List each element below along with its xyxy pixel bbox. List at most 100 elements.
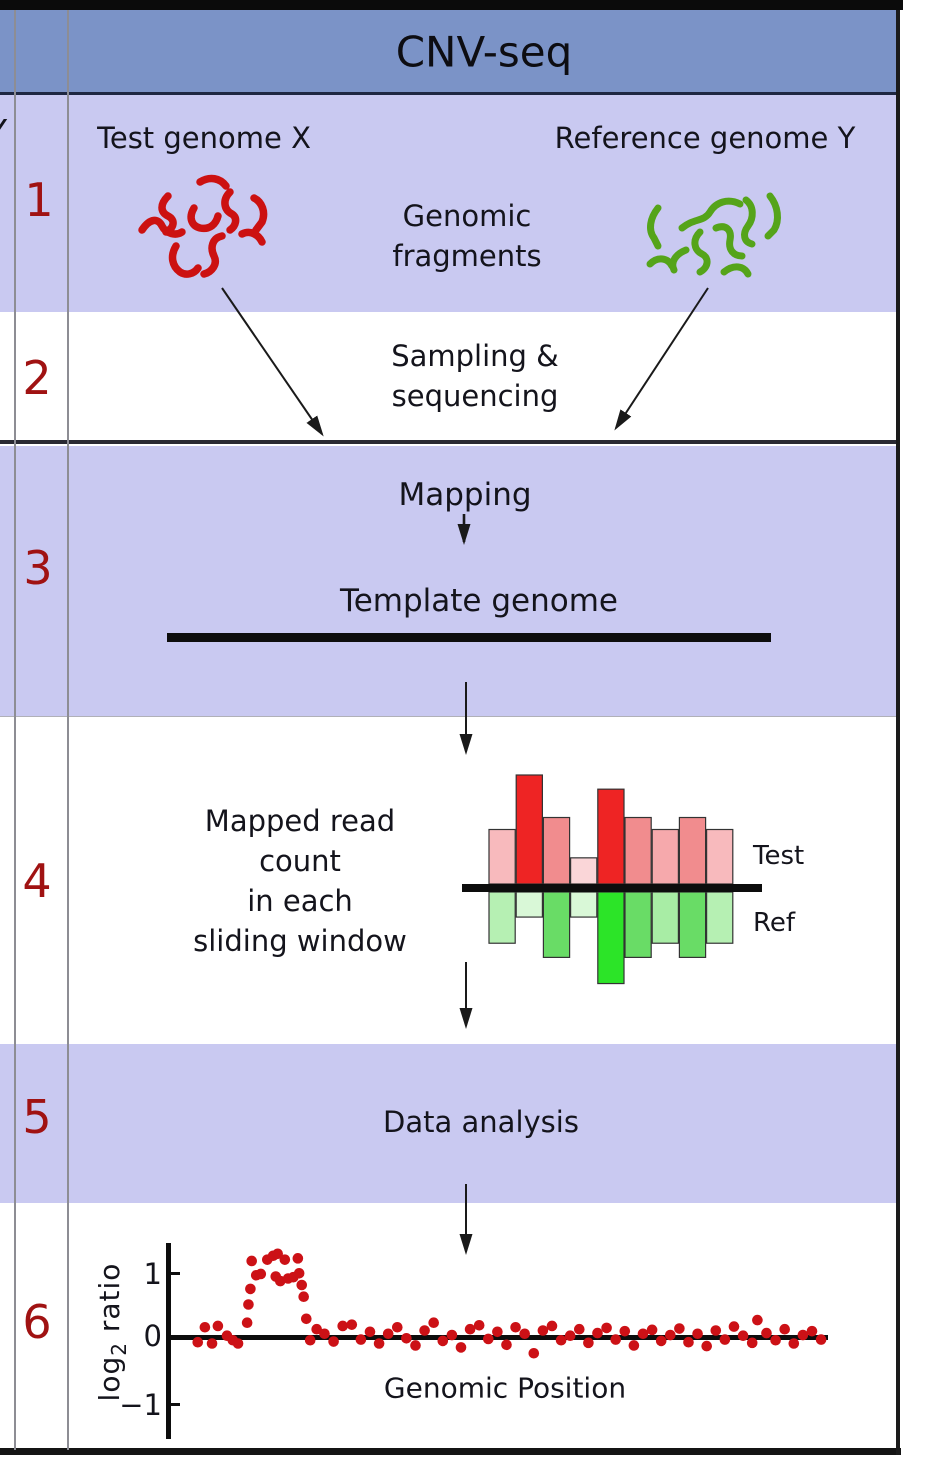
- scatter-point: [752, 1314, 763, 1326]
- bar: [624, 816, 652, 885]
- data-analysis-caption: Data analysis: [383, 1105, 579, 1139]
- step-number-4: 4: [22, 854, 52, 908]
- scatter-point: [337, 1320, 349, 1332]
- scatter-zero-line: [171, 1335, 828, 1340]
- scatter-point: [788, 1338, 800, 1349]
- top-border: [0, 0, 903, 10]
- scatter-point: [519, 1328, 530, 1340]
- scatter-ytick-mark-neg1: [171, 1403, 180, 1406]
- scatter-point: [601, 1322, 612, 1334]
- scatter-point: [206, 1338, 218, 1349]
- bar: [515, 774, 544, 885]
- figure-title: CNV-seq: [395, 27, 573, 77]
- scatter-point: [583, 1337, 594, 1349]
- scatter-point: [746, 1337, 758, 1349]
- bar: [705, 828, 734, 885]
- step-number-3: 3: [23, 541, 53, 595]
- ytick-neg1: −1: [119, 1388, 162, 1422]
- bar: [678, 816, 707, 885]
- scatter-point: [683, 1336, 694, 1348]
- row3-band: [0, 446, 897, 716]
- ytick-1: 1: [143, 1257, 162, 1291]
- x-axis-label: Genomic Position: [383, 1371, 627, 1405]
- row3-bottom-border: [0, 716, 897, 717]
- header-bottom-border: [0, 92, 897, 95]
- bar: [488, 891, 516, 944]
- scatter-point: [528, 1347, 540, 1359]
- scatter-point: [473, 1320, 485, 1331]
- scatter-point: [464, 1323, 476, 1335]
- bar: [624, 891, 652, 959]
- scatter-point: [304, 1334, 316, 1346]
- scatter-point: [619, 1325, 631, 1337]
- scatter-ytick-mark-1: [171, 1272, 180, 1275]
- bottom-border: [0, 1448, 901, 1455]
- mapped-read-line2: count: [259, 844, 341, 878]
- scatter-point: [646, 1324, 658, 1336]
- reference-genome-label: Reference genome Y: [554, 121, 856, 155]
- scatter-point: [674, 1323, 685, 1334]
- scatter-point: [311, 1323, 323, 1335]
- bar: [488, 828, 516, 885]
- scatter-point: [419, 1325, 430, 1336]
- scatter-point: [455, 1342, 467, 1353]
- bar: [515, 891, 544, 918]
- scatter-point: [770, 1334, 781, 1346]
- row2-bottom-border: [0, 440, 897, 444]
- step-number-1: 1: [24, 173, 54, 227]
- scatter-point: [610, 1334, 621, 1345]
- sliding-window-bar-chart: [488, 774, 734, 985]
- scatter-point: [761, 1327, 772, 1339]
- step-number-2: 2: [22, 351, 52, 405]
- scatter-point: [428, 1317, 440, 1328]
- scatter-point: [437, 1335, 449, 1347]
- scatter-point: [719, 1334, 731, 1345]
- scatter-point: [692, 1328, 703, 1340]
- scatter-point: [492, 1326, 503, 1338]
- scatter-point: [501, 1339, 512, 1351]
- scatter-point: [319, 1328, 330, 1340]
- scatter-point: [564, 1330, 576, 1341]
- template-genome-line: [167, 633, 771, 642]
- scatter-point: [806, 1325, 818, 1337]
- sampling-line2: sequencing: [391, 379, 559, 413]
- ytick-0: 0: [143, 1319, 162, 1353]
- bar: [678, 891, 707, 959]
- mapped-read-line3: in each: [247, 884, 353, 918]
- scatter-point: [737, 1330, 749, 1341]
- genomic-fragments-line2: fragments: [392, 239, 542, 273]
- scatter-point: [364, 1326, 376, 1338]
- header-band: [0, 10, 897, 93]
- scatter-point: [373, 1338, 385, 1349]
- bar: [597, 891, 625, 985]
- template-genome-label: Template genome: [340, 583, 618, 619]
- scatter-point: [301, 1313, 312, 1325]
- scatter-point: [232, 1338, 244, 1349]
- scatter-point: [728, 1321, 740, 1332]
- bar: [542, 816, 571, 885]
- scatter-point: [199, 1321, 211, 1333]
- mapped-read-line1: Mapped read: [204, 804, 396, 838]
- scatter-point: [510, 1321, 521, 1333]
- row4-band: [0, 717, 897, 1044]
- scatter-point: [355, 1334, 367, 1345]
- mapping-label: Mapping: [398, 477, 532, 513]
- bar: [597, 788, 625, 885]
- bar: [651, 891, 680, 944]
- scatter-point: [272, 1248, 284, 1260]
- number-column-divider: [67, 10, 69, 1450]
- step-number-6: 6: [22, 1295, 52, 1349]
- scatter-point: [483, 1333, 494, 1345]
- clipped-adjacent-column-text: Y: [0, 112, 7, 151]
- sampling-line1: Sampling &: [391, 339, 559, 373]
- scatter-point: [797, 1329, 809, 1341]
- right-border: [896, 10, 900, 1455]
- scatter-point: [382, 1328, 394, 1340]
- scatter-points: [192, 1248, 827, 1359]
- ref-series-legend: Ref: [753, 908, 796, 938]
- scatter-point: [246, 1255, 257, 1267]
- test-series-legend: Test: [753, 841, 805, 871]
- scatter-point: [592, 1327, 603, 1339]
- scatter-point: [446, 1329, 458, 1341]
- scatter-point: [292, 1253, 304, 1264]
